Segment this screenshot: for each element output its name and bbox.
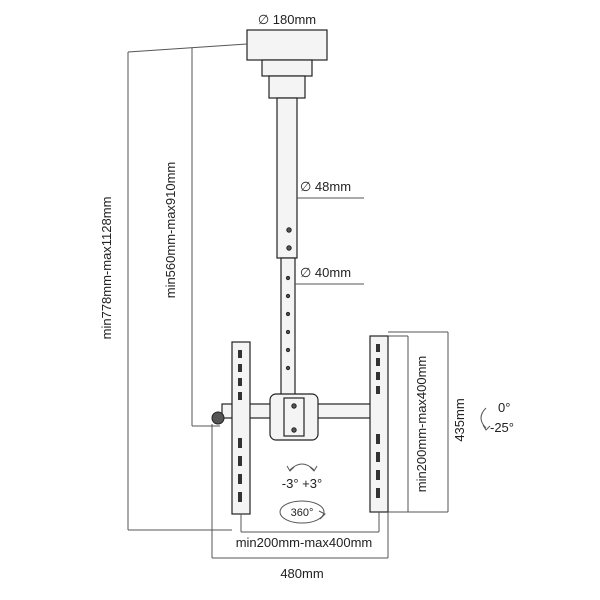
tilt-top-label: 0° <box>498 400 510 415</box>
right-bracket <box>369 335 389 513</box>
rotation-ellipse <box>279 500 325 524</box>
lower-tube-diameter-label: ∅ 40mm <box>300 265 351 280</box>
tilt-bottom-label: -25° <box>490 420 514 435</box>
bracket-height-dimension <box>388 331 449 513</box>
overall-width-label: 480mm <box>280 566 323 581</box>
pole-height-label: min560mm-max910mm <box>163 162 178 299</box>
tilt-arc <box>480 407 487 429</box>
vertical-hole-spacing-dimension <box>388 335 409 513</box>
rotation-label: 360° <box>291 507 314 519</box>
overall-height-label: min778mm-max1128mm <box>99 197 114 340</box>
lower-tube <box>280 257 296 399</box>
swivel-arrow-right-icon <box>309 465 318 472</box>
horizontal-hole-spacing-label: min200mm-max400mm <box>236 535 373 550</box>
horizontal-hole-spacing-dimension <box>240 512 380 533</box>
overall-height-dimension <box>127 43 248 531</box>
tilt-arrow-icon <box>482 424 491 431</box>
swivel-arc <box>289 463 315 471</box>
ceiling-plate-diameter-label: ∅ 180mm <box>258 12 316 27</box>
swivel-arrow-left-icon <box>286 465 295 472</box>
vertical-hole-spacing-label: min200mm-max400mm <box>414 356 429 493</box>
rotation-arrow-icon <box>318 510 326 520</box>
pole-height-dimension <box>191 48 220 427</box>
upper-tube-diameter-label: ∅ 48mm <box>300 179 351 194</box>
upper-tube <box>268 75 306 259</box>
left-bracket <box>231 341 251 515</box>
swivel-label: -3° +3° <box>282 476 322 491</box>
overall-width-dimension <box>211 424 389 559</box>
bracket-height-label: 435mm <box>452 398 467 441</box>
ceiling-plate <box>246 29 328 93</box>
